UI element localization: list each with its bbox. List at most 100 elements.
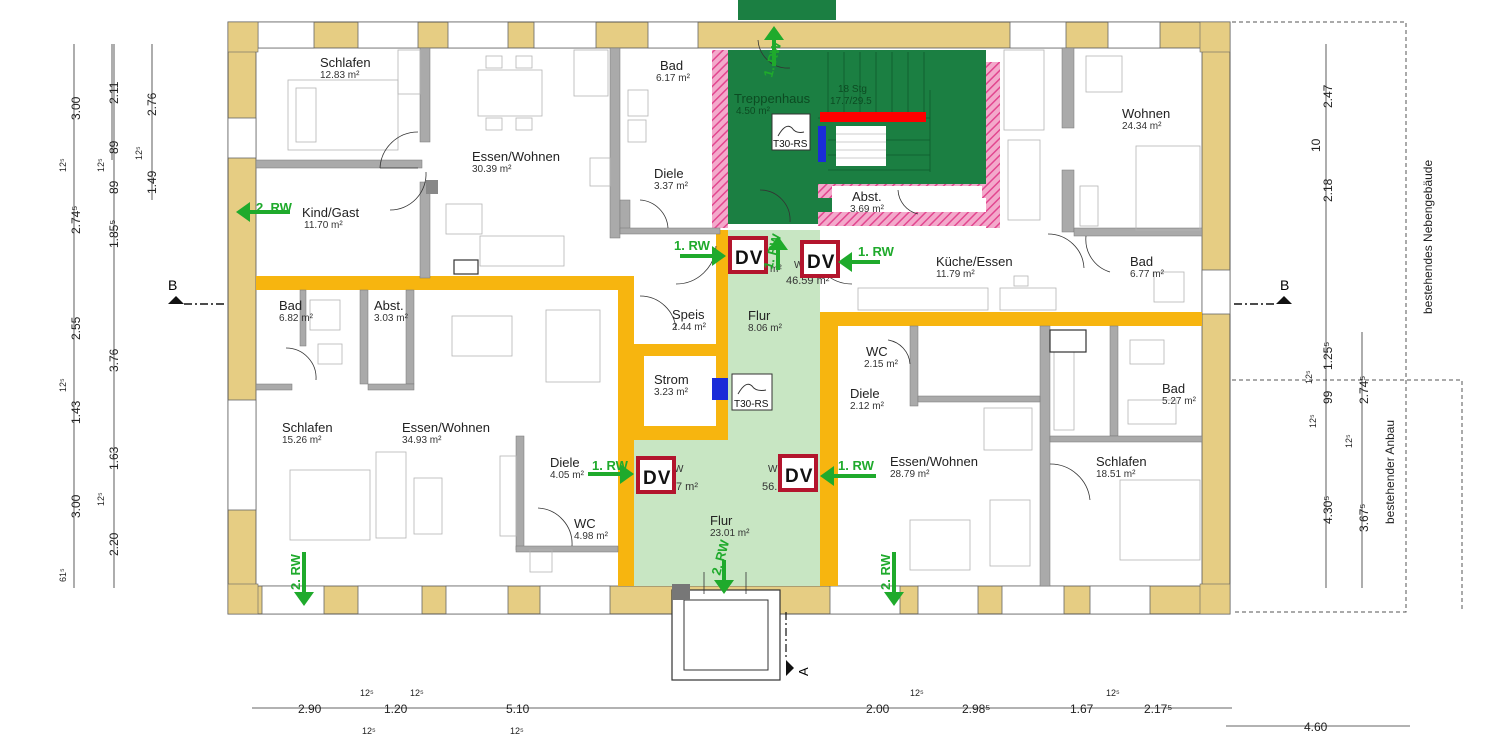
svg-text:12⁵: 12⁵	[510, 726, 524, 736]
dimension-labels-left: 3.00 12⁵ 2.74⁵ 2.55 12⁵ 1.43 3.00 61⁵ 12…	[58, 81, 159, 582]
svg-text:12⁵: 12⁵	[134, 146, 144, 160]
room-name: Bad	[1130, 254, 1153, 269]
room-area: 11.79 m²	[936, 269, 975, 280]
room-name: Diele	[550, 455, 580, 470]
room-name: Diele	[850, 386, 880, 401]
svg-text:2.90: 2.90	[298, 702, 322, 716]
room-area: 6.77 m²	[1130, 269, 1165, 280]
svg-text:2.11: 2.11	[107, 81, 121, 104]
svg-text:2.98⁵: 2.98⁵	[962, 702, 990, 716]
svg-text:12⁵: 12⁵	[58, 158, 68, 172]
stair-label-ratio: 17.7/29.5	[830, 96, 872, 107]
svg-text:12⁵: 12⁵	[96, 158, 106, 172]
fire-door-sign: T30-RS	[731, 373, 773, 411]
svg-text:89: 89	[107, 140, 121, 154]
partial-area: 7 m²	[676, 481, 698, 493]
hatched-wall-left	[712, 50, 728, 228]
svg-text:10: 10	[1309, 138, 1323, 152]
svg-text:12⁵: 12⁵	[1344, 434, 1354, 448]
room-name: Kind/Gast	[302, 205, 359, 220]
svg-text:2.17⁵: 2.17⁵	[1144, 702, 1172, 716]
svg-text:2.74⁵: 2.74⁵	[69, 206, 83, 234]
dimension-labels-bottom: 2.90 12⁵ 1.20 12⁵ 5.10 2.00 12⁵ 2.98⁵ 12…	[298, 688, 1328, 736]
room-name: Bad	[660, 58, 683, 73]
room-area: 3.03 m²	[374, 313, 409, 324]
wall-marker: W	[674, 464, 684, 475]
partial-area: 56.	[762, 481, 777, 493]
section-mark-b-left: B	[168, 277, 226, 305]
room-area: 18.51 m²	[1096, 469, 1136, 480]
chimney	[453, 259, 479, 275]
room-area: 5.27 m²	[1162, 396, 1197, 407]
svg-text:2. RW: 2. RW	[288, 553, 303, 590]
stair-label-steps: 18 Stg	[838, 84, 867, 95]
svg-text:2.76: 2.76	[145, 92, 159, 116]
svg-text:1. RW: 1. RW	[592, 458, 629, 473]
svg-text:61⁵: 61⁵	[58, 568, 68, 582]
entrance-pillar	[672, 584, 690, 600]
svg-text:DV: DV	[643, 468, 671, 489]
room-area: 3.69 m²	[850, 204, 885, 215]
dv-sign: DV	[636, 456, 676, 494]
svg-text:2.00: 2.00	[866, 702, 890, 716]
stair-void-steps	[836, 133, 886, 159]
section-mark-b-right: B	[1234, 277, 1292, 305]
svg-text:T30-RS: T30-RS	[734, 399, 769, 410]
room-name: Schlafen	[1096, 454, 1147, 469]
svg-text:5.10: 5.10	[506, 702, 530, 716]
escape-arrows	[236, 26, 904, 606]
stair-void	[836, 126, 886, 166]
svg-text:1.25⁵: 1.25⁵	[1321, 342, 1335, 370]
svg-text:1.20: 1.20	[384, 702, 408, 716]
svg-text:4.60: 4.60	[1304, 720, 1328, 734]
room-area: 6.82 m²	[279, 313, 314, 324]
svg-text:1. RW: 1. RW	[838, 458, 875, 473]
room-area: 4.05 m²	[550, 470, 585, 481]
room-area: 3.37 m²	[654, 181, 689, 192]
room-area: 2.12 m²	[850, 401, 885, 412]
svg-text:A: A	[796, 667, 811, 676]
room-name: WC	[866, 344, 888, 359]
room-area: 11.70 m²	[304, 220, 343, 231]
room-name: Wohnen	[1122, 106, 1170, 121]
side-label-anbau: bestehender Anbau	[1383, 420, 1397, 524]
entrance-step	[683, 599, 769, 671]
side-label-nebengebaeude: bestehendes Nebengebäude	[1421, 160, 1435, 314]
room-area: 34.93 m²	[402, 435, 442, 446]
svg-text:99: 99	[1321, 390, 1335, 404]
svg-text:12⁵: 12⁵	[360, 688, 374, 698]
svg-text:1.43: 1.43	[69, 400, 83, 424]
svg-text:2.74⁵: 2.74⁵	[1357, 376, 1371, 404]
room-name: Treppenhaus	[734, 91, 811, 106]
svg-text:2.55: 2.55	[69, 316, 83, 340]
svg-text:3.76: 3.76	[107, 348, 121, 372]
svg-text:1.63: 1.63	[107, 446, 121, 470]
room-area: 2.44 m²	[672, 322, 707, 333]
neighbour-outlines	[1232, 21, 1463, 613]
svg-text:4.30⁵: 4.30⁵	[1321, 496, 1335, 524]
svg-text:89: 89	[107, 180, 121, 194]
room-name: Flur	[710, 513, 733, 528]
stove	[1049, 329, 1087, 353]
svg-text:DV: DV	[785, 466, 813, 487]
svg-text:12⁵: 12⁵	[362, 726, 376, 736]
dv-sign: DV	[800, 240, 840, 278]
svg-text:B: B	[168, 277, 177, 293]
furniture	[287, 49, 1201, 573]
room-name: Speis	[672, 307, 705, 322]
room-name: Flur	[748, 308, 771, 323]
svg-text:B: B	[1280, 277, 1289, 293]
room-name: Schlafen	[320, 55, 371, 70]
room-name: Strom	[654, 372, 689, 387]
room-area: 3.23 m²	[654, 387, 689, 398]
blue-marker-strom	[712, 378, 728, 400]
dv-sign: DV	[728, 236, 768, 274]
windows	[227, 21, 1231, 615]
wall-marker: W	[794, 260, 804, 271]
room-area: 23.01 m²	[710, 528, 750, 539]
svg-text:1. RW: 1. RW	[674, 238, 711, 253]
room-labels: Schlafen 12.83 m² Essen/Wohnen 30.39 m² …	[279, 55, 1197, 542]
svg-text:12⁵: 12⁵	[410, 688, 424, 698]
room-name: Essen/Wohnen	[402, 420, 490, 435]
